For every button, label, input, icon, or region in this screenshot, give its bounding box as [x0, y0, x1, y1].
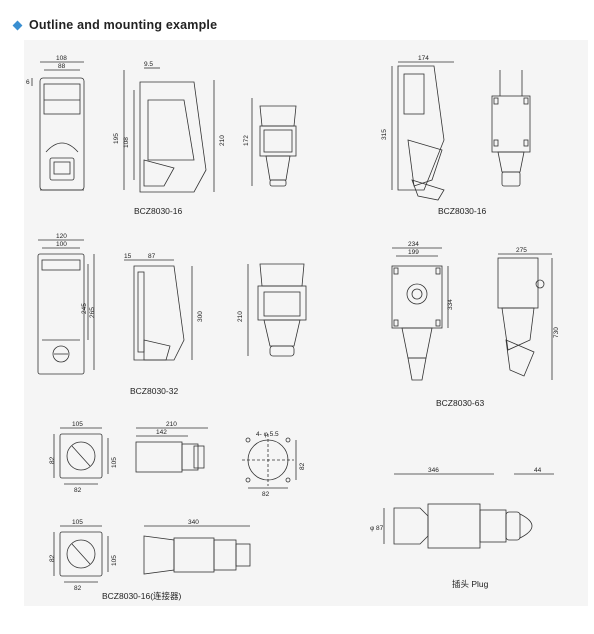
dim-6: 6 [26, 79, 30, 86]
section-title: Outline and mounting example [29, 18, 218, 32]
label-bcz8030-32: BCZ8030-32 [130, 386, 179, 396]
socket-16-profile-right [391, 61, 454, 201]
diamond-bullet-icon [12, 20, 23, 30]
dim-4-hole: 4- φ 5.5 [256, 431, 279, 438]
dim-730: 730 [553, 327, 560, 338]
dim-275: 275 [516, 247, 527, 254]
dim-108: 108 [56, 55, 67, 62]
dim-210a: 210 [219, 135, 226, 146]
section-header: Outline and mounting example [12, 14, 218, 36]
dim-172: 172 [243, 135, 250, 146]
connector-side-view [143, 525, 251, 575]
dim-105a: 105 [72, 421, 83, 428]
mounting-hole-pattern [242, 434, 297, 489]
dim-210c: 210 [166, 421, 177, 428]
dim-265: 265 [89, 307, 96, 318]
dim-88: 88 [58, 63, 66, 70]
plug-32-view [247, 263, 307, 357]
dim-300: 300 [197, 311, 204, 322]
plug-side-view [383, 473, 554, 549]
dim-82c: 82 [262, 491, 270, 498]
dim-100: 100 [56, 241, 67, 248]
socket-16-rotated-a [53, 427, 109, 485]
label-plug: 插头 Plug [452, 579, 489, 589]
dim-234: 234 [408, 241, 419, 248]
dim-142: 142 [156, 429, 167, 436]
socket-16-front-right [491, 70, 531, 187]
dim-105b: 105 [72, 519, 83, 526]
plug-16-view [251, 98, 297, 187]
dim-199: 199 [408, 249, 419, 256]
socket-16-front-view [31, 61, 85, 191]
dim-82a: 82 [74, 487, 82, 494]
dim-174: 174 [418, 55, 429, 62]
dim-82b: 82 [74, 585, 82, 592]
drawing-sheet: 108 88 6 9.5 195 108 210 172 174 315 [24, 40, 588, 606]
socket-16-side-view [123, 67, 215, 193]
label-bcz8030-16-left: BCZ8030-16 [134, 206, 183, 216]
dim-87: 87 [148, 253, 156, 260]
dim-340: 340 [188, 519, 199, 526]
dim-108-vert: 108 [123, 137, 130, 148]
dim-9-5: 9.5 [144, 61, 153, 68]
dim-195: 195 [113, 133, 120, 144]
label-bcz8030-16-connector: BCZ8030-16(连接器) [102, 591, 182, 601]
dim-82b-vert: 82 [49, 554, 56, 562]
dim-334: 334 [447, 299, 454, 310]
technical-drawings: 108 88 6 9.5 195 108 210 172 174 315 [26, 55, 560, 592]
dim-15: 15 [124, 253, 132, 260]
dim-210b: 210 [237, 311, 244, 322]
dim-phi-87: φ 87 [370, 525, 384, 532]
dim-346: 346 [428, 467, 439, 474]
dim-44: 44 [534, 467, 542, 474]
dim-315: 315 [381, 129, 388, 140]
dim-105b-vert: 105 [111, 555, 118, 566]
dim-105a-vert: 105 [111, 457, 118, 468]
dim-82c-vert: 82 [299, 462, 306, 470]
dim-120: 120 [56, 233, 67, 240]
dim-245: 245 [81, 303, 88, 314]
label-bcz8030-16-right: BCZ8030-16 [438, 206, 487, 216]
socket-63-side-view [497, 253, 553, 380]
socket-16-rotated-b [53, 525, 109, 583]
socket-32-front-view [37, 239, 95, 375]
socket-63-front-view [391, 247, 449, 381]
label-bcz8030-63: BCZ8030-63 [436, 398, 485, 408]
dim-82a-vert: 82 [49, 456, 56, 464]
socket-16-top-view [135, 427, 208, 473]
socket-32-side-view [124, 259, 193, 361]
